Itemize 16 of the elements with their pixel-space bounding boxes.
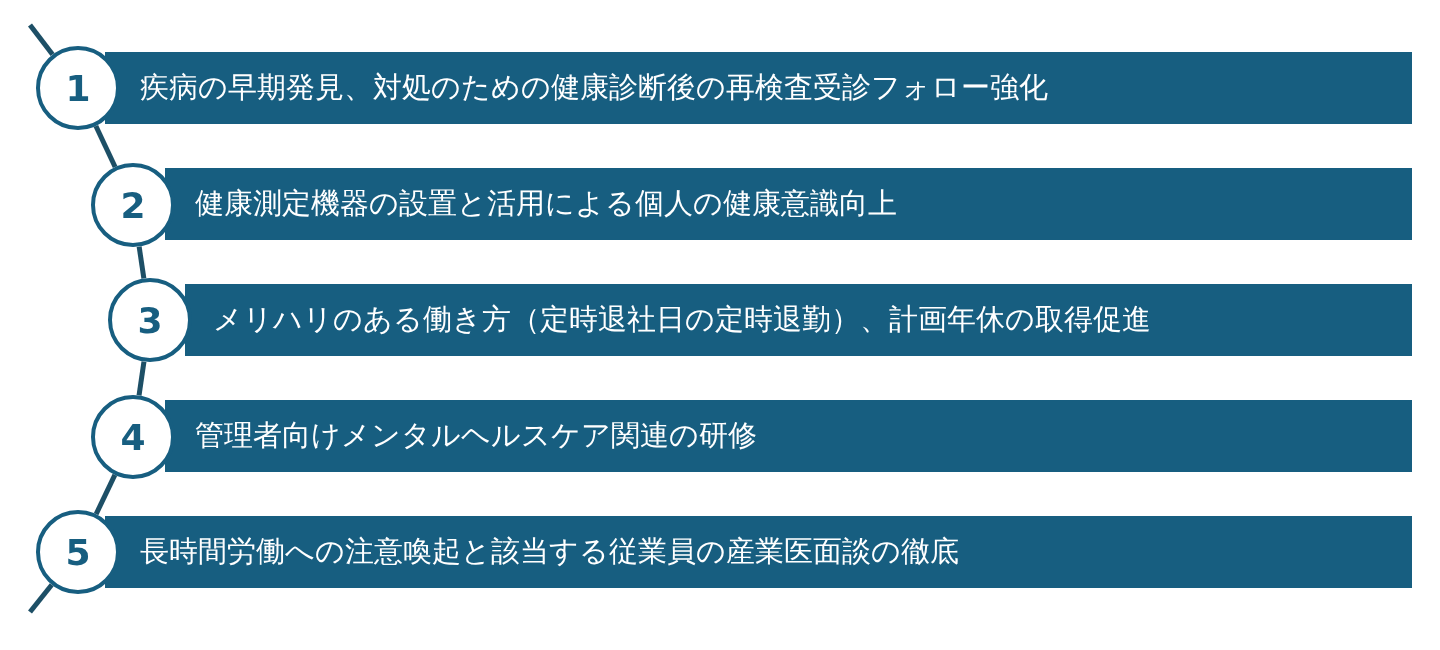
item-band	[165, 168, 1412, 240]
item-band	[105, 52, 1412, 124]
item-text: 健康測定機器の設置と活用による個人の健康意識向上	[195, 185, 897, 222]
connector-line	[136, 246, 147, 279]
connector-line	[93, 124, 118, 169]
connector-line	[136, 361, 147, 396]
connector-line	[93, 473, 118, 516]
connector-line	[28, 583, 54, 614]
connector-line	[28, 23, 55, 57]
item-text: 疾病の早期発見、対処のための健康診断後の再検査受診フォロー強化	[140, 69, 1048, 106]
item-text: メリハリのある働き方（定時退社日の定時退勤）、計画年休の取得促進	[213, 301, 1151, 338]
item-text: 長時間労働への注意喚起と該当する従業員の産業医面談の徹底	[140, 533, 959, 570]
item-band	[105, 516, 1412, 588]
item-band	[165, 400, 1412, 472]
item-text: 管理者向けメンタルヘルスケア関連の研修	[195, 417, 757, 454]
item-band	[185, 284, 1412, 356]
